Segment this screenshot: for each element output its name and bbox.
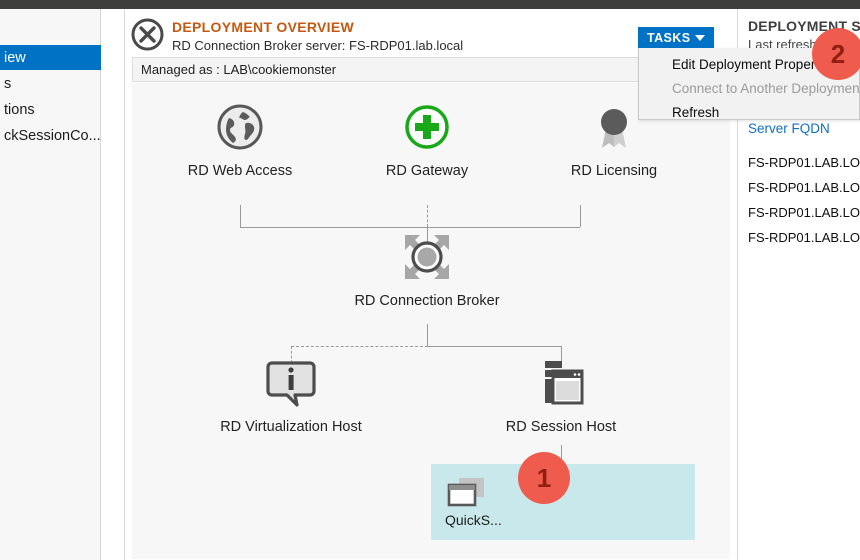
annotation-badge-1: 1 — [518, 452, 570, 504]
menu-item-refresh-label: Refresh — [672, 104, 720, 120]
medal-ribbon-icon — [539, 101, 689, 153]
connector-session-host-horizontal — [427, 346, 562, 347]
sidebar-item-quicksessioncollection[interactable]: ckSessionCo... — [0, 123, 101, 148]
node-rd-web-access[interactable]: RD Web Access — [165, 101, 315, 179]
deployment-diagram: RD Web Access RD Gateway — [132, 83, 730, 559]
globe-icon — [165, 101, 315, 153]
chevron-down-icon — [695, 35, 705, 41]
table-row[interactable]: FS-RDP01.LAB.LOCAL — [748, 155, 860, 170]
connector-broker-down-vertical — [427, 324, 428, 346]
menu-item-edit-deployment-properties-label: Edit Deployment Properties — [672, 56, 837, 72]
node-rd-virtualization-host-label: RD Virtualization Host — [220, 419, 362, 435]
main-content-pane: DEPLOYMENT OVERVIEW RD Connection Broker… — [124, 9, 737, 560]
node-rd-licensing[interactable]: RD Licensing — [539, 101, 689, 179]
sidebar-item-collections[interactable]: tions — [0, 97, 101, 122]
sidebar-item-overview-label: iew — [4, 49, 26, 66]
menu-item-edit-deployment-properties[interactable]: Edit Deployment Properties — [664, 52, 860, 76]
table-row[interactable]: FS-RDP01.LAB.LOCAL — [748, 230, 860, 245]
green-plus-circle-icon — [352, 101, 502, 153]
annotation-badge-2: 2 — [812, 28, 860, 80]
deployment-overview-icon — [131, 18, 164, 51]
sidebar-item-collections-label: tions — [4, 101, 35, 118]
broker-arrows-icon — [352, 231, 502, 283]
sidebar-item-servers-label: s — [4, 75, 12, 92]
node-rd-session-host[interactable]: RD Session Host — [486, 357, 636, 435]
menu-item-refresh[interactable]: Refresh — [664, 100, 860, 124]
connector-top-horizontal — [240, 227, 580, 228]
connector-broker-up-vertical — [427, 227, 428, 249]
page-header: DEPLOYMENT OVERVIEW RD Connection Broker… — [131, 15, 731, 57]
node-rd-licensing-label: RD Licensing — [570, 163, 658, 179]
connector-licensing-vertical — [580, 205, 581, 227]
page-subtitle: RD Connection Broker server: FS-RDP01.la… — [172, 38, 464, 53]
window-top-strip — [0, 0, 860, 9]
table-row[interactable]: FS-RDP01.LAB.LOCAL — [748, 180, 860, 195]
tasks-button-label: TASKS — [647, 30, 691, 45]
node-rd-gateway-label: RD Gateway — [385, 163, 469, 179]
connector-web-access-vertical — [240, 205, 241, 227]
menu-icon-gutter — [639, 48, 664, 119]
node-rd-connection-broker-label: RD Connection Broker — [354, 293, 500, 309]
connector-gateway-dashed-vertical — [427, 205, 428, 227]
node-rd-connection-broker[interactable]: RD Connection Broker — [352, 231, 502, 309]
connector-virtualization-dashed-vertical — [291, 346, 292, 368]
annotation-badge-2-label: 2 — [830, 38, 846, 69]
left-navigation-pane: iew s tions ckSessionCo... — [0, 9, 101, 560]
sidebar-item-quicksessioncollection-label: ckSessionCo... — [4, 127, 101, 144]
connector-virtualization-dashed-horizontal — [291, 346, 428, 347]
column-header-server-fqdn[interactable]: Server FQDN — [748, 121, 830, 136]
table-row[interactable]: FS-RDP01.LAB.LOCAL — [748, 205, 860, 220]
node-rd-virtualization-host[interactable]: RD Virtualization Host — [216, 357, 366, 435]
sidebar-item-servers[interactable]: s — [0, 71, 101, 96]
session-host-window-icon — [486, 357, 636, 409]
menu-item-connect-to-another-deployment: Connect to Another Deployment — [664, 76, 860, 100]
connector-session-host-vertical — [561, 346, 562, 368]
collection-tile-label: QuickS... — [445, 512, 502, 528]
menu-item-connect-to-another-deployment-label: Connect to Another Deployment — [672, 80, 860, 96]
node-rd-session-host-label: RD Session Host — [505, 419, 617, 435]
tasks-dropdown-menu: Edit Deployment Properties Connect to An… — [638, 48, 860, 120]
node-rd-gateway[interactable]: RD Gateway — [352, 101, 502, 179]
sidebar-item-overview[interactable]: iew — [0, 45, 101, 70]
page-title: DEPLOYMENT OVERVIEW — [172, 19, 355, 35]
info-bubble-icon — [216, 357, 366, 409]
node-rd-web-access-label: RD Web Access — [187, 163, 293, 179]
managed-as-bar: Managed as : LAB\cookiemonster — [132, 57, 730, 82]
tasks-button[interactable]: TASKS — [638, 27, 714, 48]
managed-as-text: Managed as : LAB\cookiemonster — [141, 62, 337, 77]
collection-windows-icon — [447, 476, 487, 508]
connector-collection-vertical — [561, 445, 562, 464]
annotation-badge-1-label: 1 — [536, 462, 552, 493]
